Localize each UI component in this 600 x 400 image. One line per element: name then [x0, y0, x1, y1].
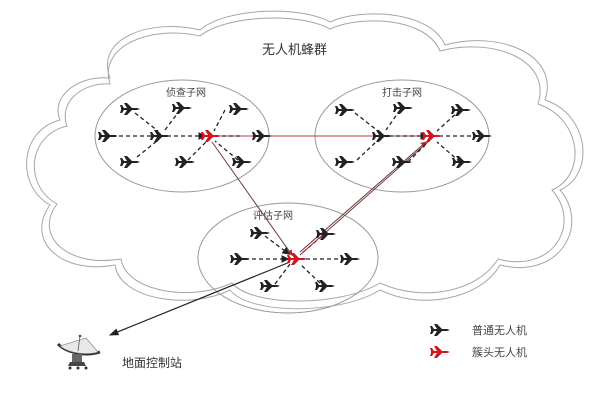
- drone-icon: [335, 156, 355, 168]
- drone-icon: [392, 156, 412, 168]
- drone-icon: [120, 103, 140, 115]
- swarm-cloud-outline: [26, 10, 584, 310]
- inter-cluster-links: [108, 135, 430, 336]
- drone-icon: [451, 104, 471, 116]
- legend-leader-label: 簇头无人机: [472, 346, 527, 359]
- drone-icon: [452, 156, 472, 168]
- legend-icons: [430, 324, 450, 358]
- ground-station-dish-icon: [56, 334, 101, 370]
- legend-normal-drone-icon: [430, 324, 450, 336]
- drone-icon: [98, 130, 118, 142]
- drone-icon: [340, 253, 360, 265]
- drone-icon: [120, 156, 140, 168]
- drone-icon: [175, 156, 195, 168]
- swarm-title: 无人机蜂群: [262, 43, 328, 58]
- eval-intra-links: [245, 235, 345, 285]
- drone-icon: [335, 104, 355, 116]
- strike-subnet-label: 打击子网: [382, 88, 422, 99]
- recon-intra-links: [112, 109, 240, 161]
- eval-subnet-ellipse: [197, 202, 379, 314]
- leader-drone-icon: [422, 130, 442, 142]
- leader-drone-icon: [201, 130, 221, 142]
- leader-drones: [201, 130, 442, 265]
- drone-icon: [393, 102, 413, 114]
- drone-icon: [150, 130, 170, 142]
- ground-station-label: 地面控制站: [122, 356, 183, 370]
- recon-subnet-label: 侦查子网: [166, 88, 206, 99]
- drone-icon: [229, 103, 249, 115]
- legend-leader-drone-icon: [430, 346, 450, 358]
- drone-icon: [230, 253, 250, 265]
- leader-drone-icon: [287, 253, 307, 265]
- legend-normal-label: 普通无人机: [472, 324, 527, 337]
- eval-subnet-label: 评估子网: [253, 211, 293, 222]
- drone-icon: [172, 102, 192, 114]
- drone-icon: [372, 130, 392, 142]
